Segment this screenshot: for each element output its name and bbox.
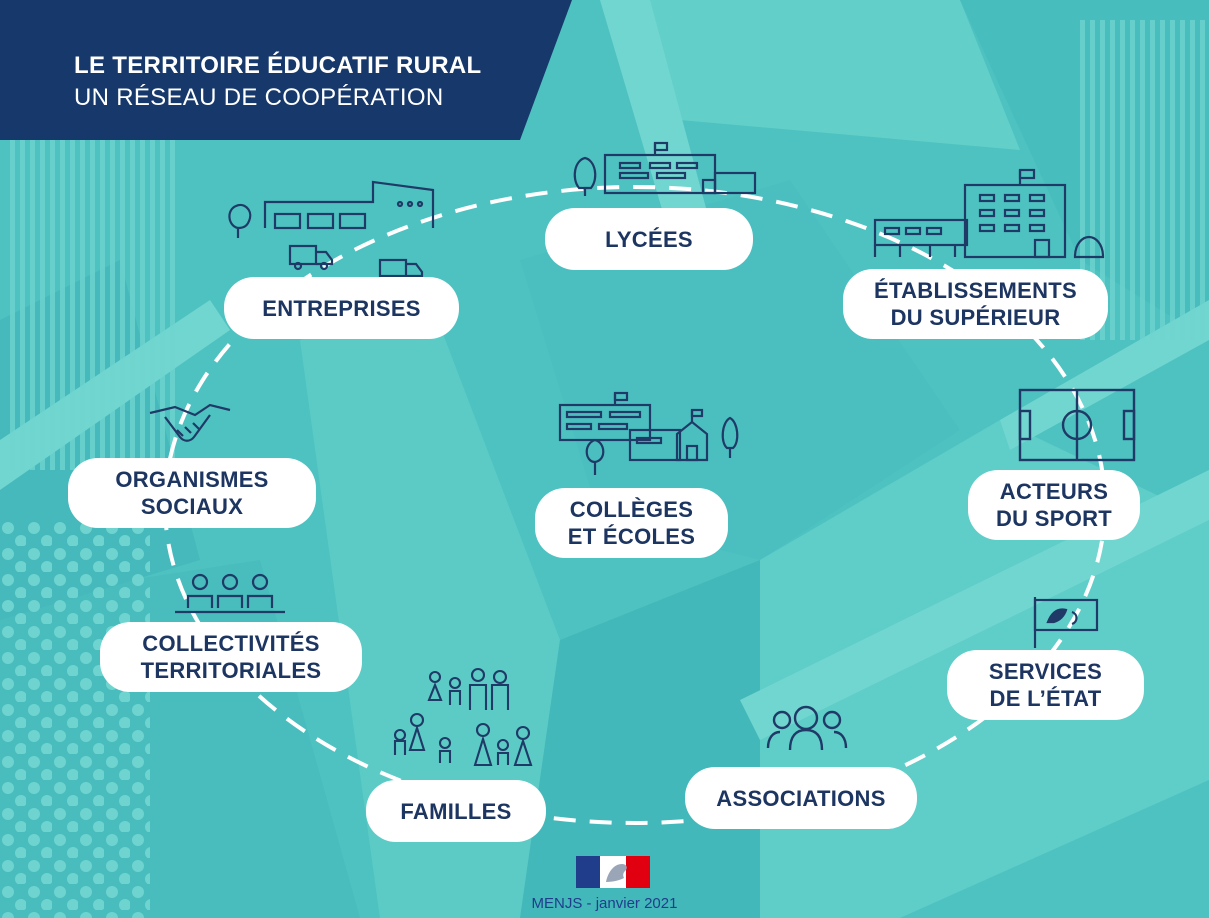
page-title: LE TERRITOIRE ÉDUCATIF RURAL — [74, 52, 482, 79]
node-acteurs-sport: ACTEURS DU SPORT — [968, 470, 1140, 540]
node-entreprises: ENTREPRISES — [224, 277, 459, 339]
node-label-line1: COLLÈGES — [569, 497, 694, 522]
factory-trucks-icon — [228, 180, 435, 278]
university-building-icon — [873, 168, 1105, 259]
node-associations: ASSOCIATIONS — [685, 767, 917, 829]
node-label-line1: ACTEURS — [999, 479, 1109, 504]
node-label-line1: COLLECTIVITÉS — [142, 631, 320, 656]
group-people-icon — [766, 705, 848, 751]
node-label-line1: ÉTABLISSEMENTS — [873, 278, 1078, 303]
football-field-icon — [1018, 388, 1136, 462]
footer-credit: MENJS - janvier 2021 — [531, 895, 678, 912]
marianne-logo-icon — [576, 856, 650, 888]
node-familles: FAMILLES — [366, 780, 546, 842]
node-label: ASSOCIATIONS — [716, 785, 886, 811]
school-building-icon — [573, 141, 757, 196]
header-band — [0, 0, 572, 140]
node-organismes-sociaux: ORGANISMES SOCIAUX — [68, 458, 316, 528]
node-label-line2: SOCIAUX — [140, 494, 244, 519]
node-label-line2: DE L’ÉTAT — [989, 686, 1102, 711]
node-services-etat: SERVICES DE L’ÉTAT — [947, 650, 1144, 720]
council-people-icon — [175, 573, 285, 614]
handshake-icon — [149, 403, 231, 442]
node-label: FAMILLES — [400, 798, 512, 824]
node-label-line2: DU SPORT — [995, 506, 1113, 531]
node-lycees: LYCÉES — [545, 208, 753, 270]
node-colleges-ecoles: COLLÈGES ET ÉCOLES — [535, 488, 728, 558]
node-collectivites-territoriales: COLLECTIVITÉS TERRITORIALES — [100, 622, 362, 692]
node-label: ENTREPRISES — [262, 295, 421, 321]
page-subtitle: UN RÉSEAU DE COOPÉRATION — [74, 84, 444, 111]
node-etablissements-superieur: ÉTABLISSEMENTS DU SUPÉRIEUR — [843, 269, 1108, 339]
families-icon — [393, 667, 533, 767]
government-flag-icon — [1033, 597, 1099, 648]
node-label-line2: TERRITORIALES — [140, 658, 322, 683]
node-label-line1: SERVICES — [988, 659, 1103, 684]
node-label-line1: ORGANISMES — [115, 467, 269, 492]
node-label-line2: DU SUPÉRIEUR — [890, 305, 1061, 330]
node-label-line2: ET ÉCOLES — [567, 524, 696, 549]
schools-icon — [558, 391, 739, 475]
node-label: LYCÉES — [605, 226, 693, 252]
